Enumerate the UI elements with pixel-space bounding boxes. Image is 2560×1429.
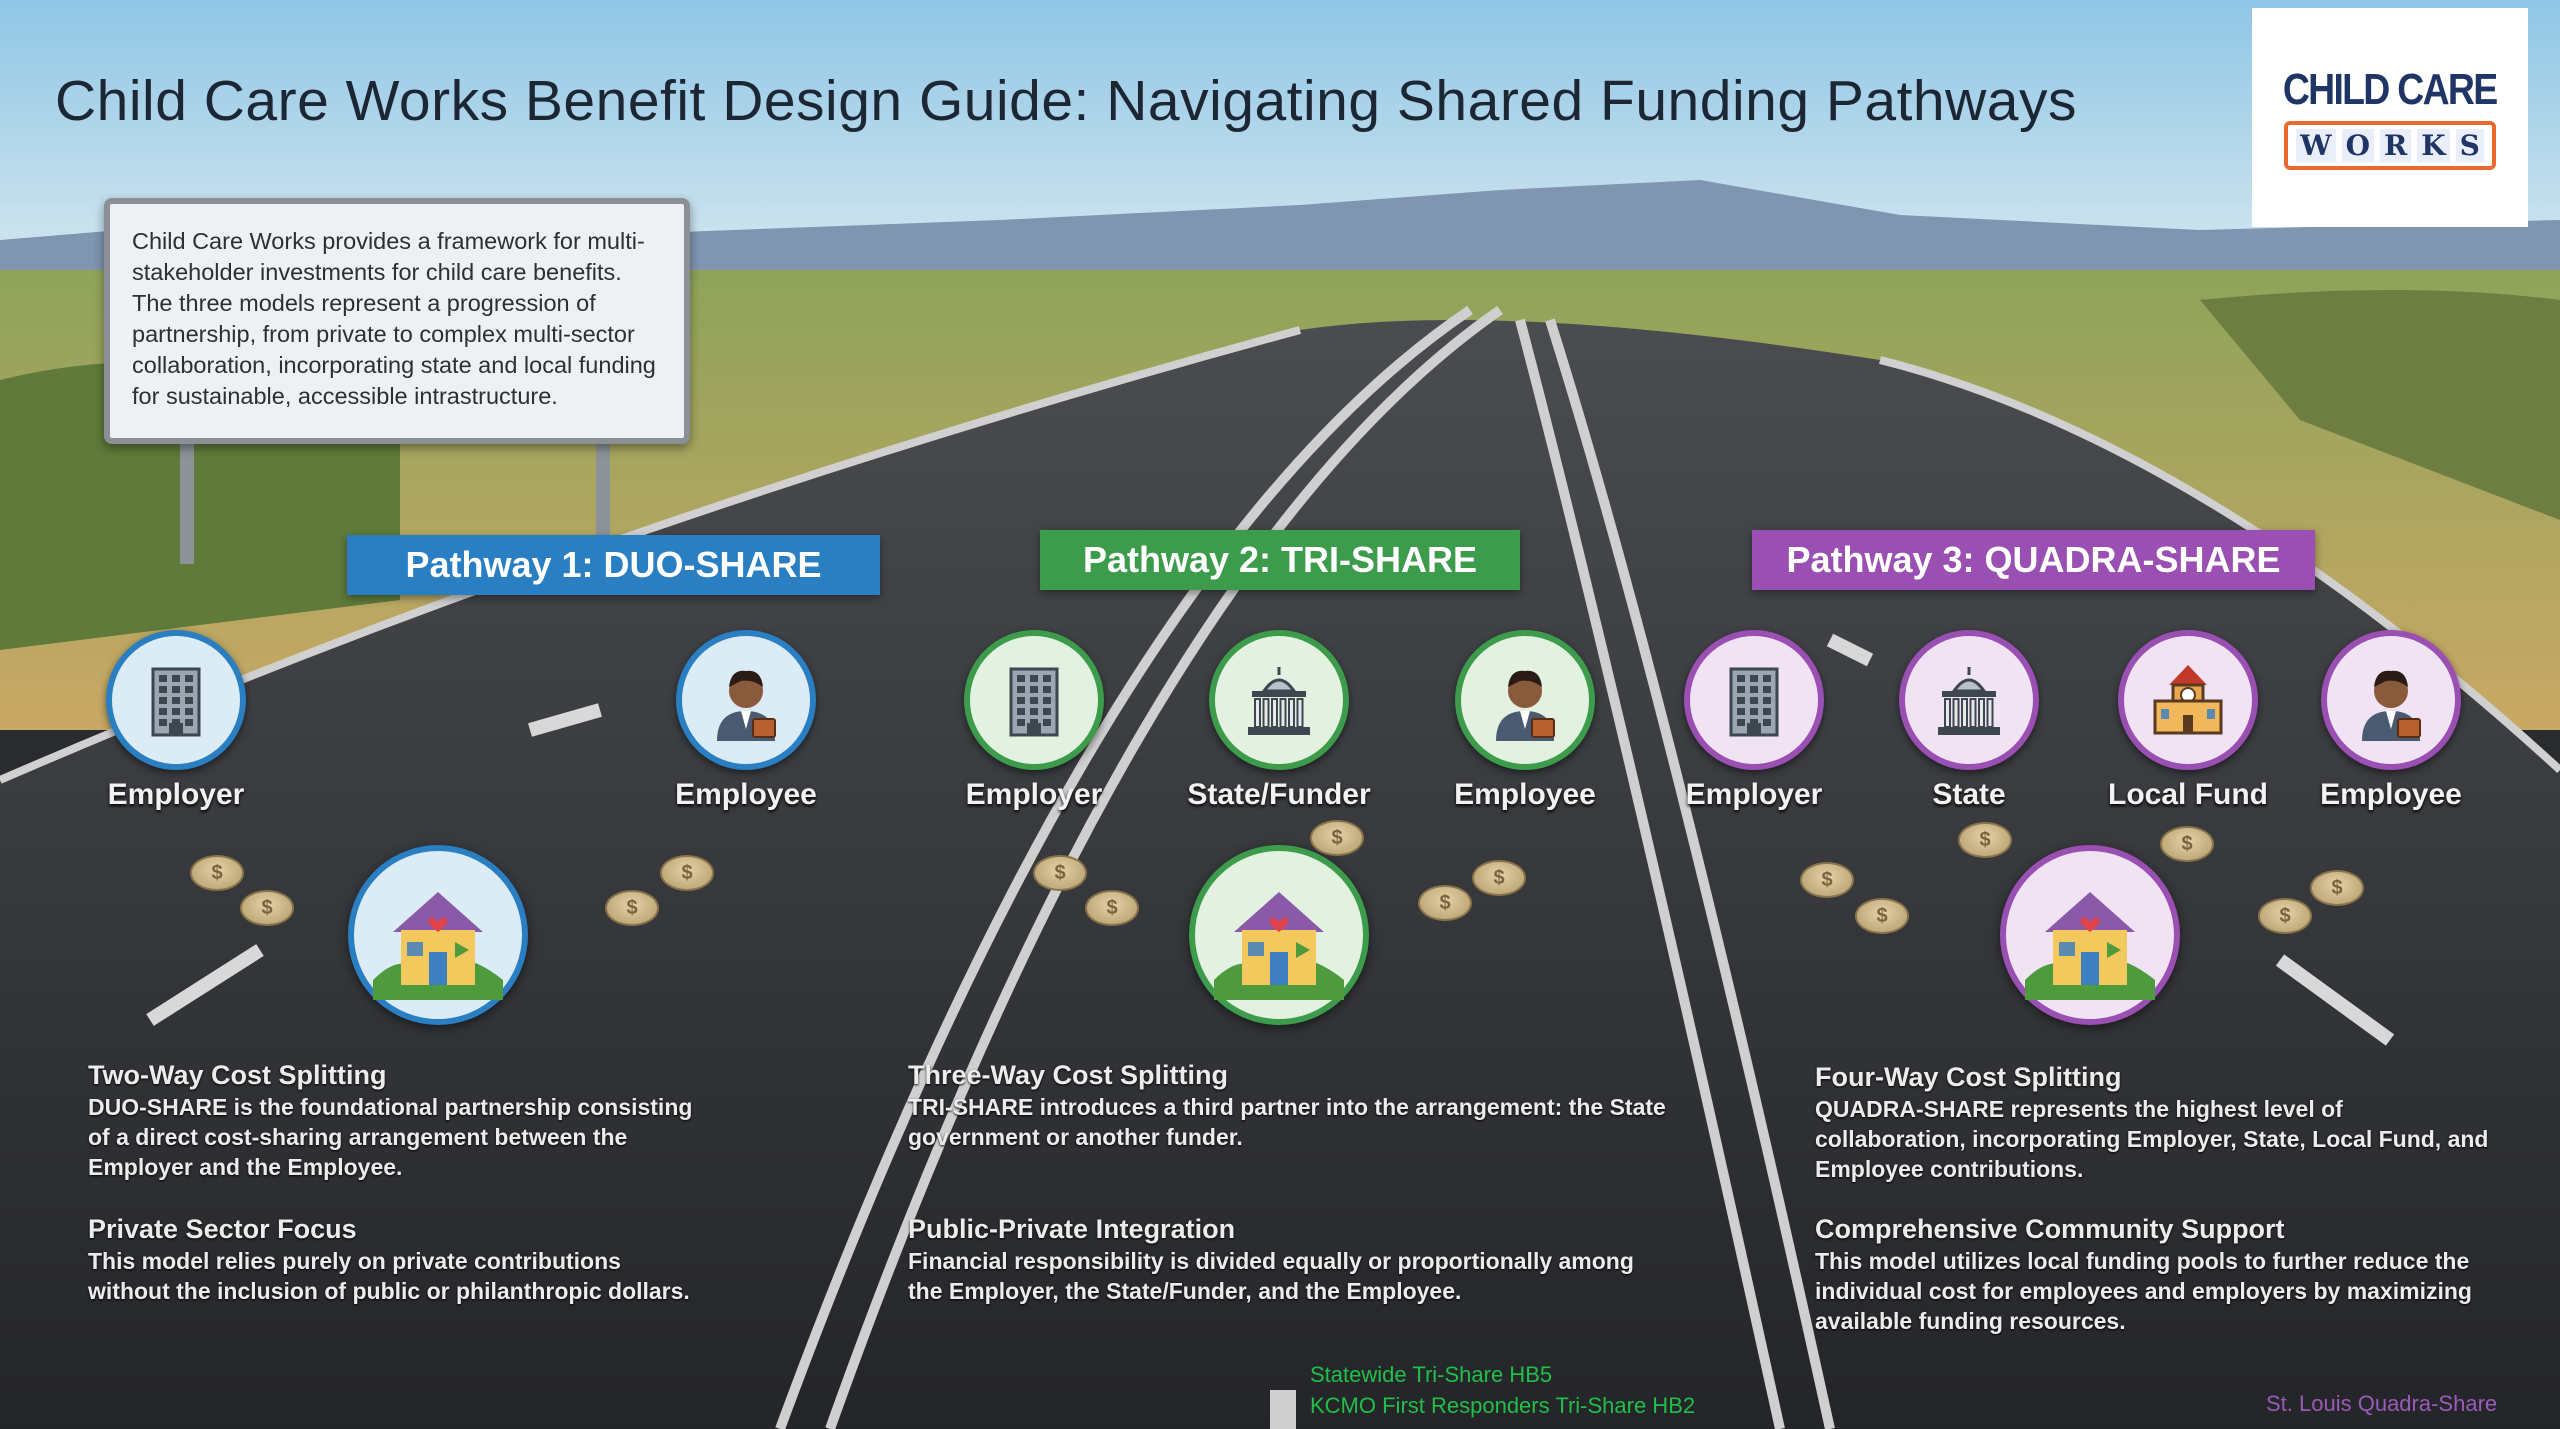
- child-care-center-icon: [2000, 845, 2180, 1025]
- pathway-3-description: Four-Way Cost Splitting QUADRA-SHARE rep…: [1815, 1060, 2495, 1336]
- section-heading: Private Sector Focus: [88, 1214, 357, 1244]
- coin-icon: $: [1033, 855, 1087, 891]
- employee-icon: [2321, 630, 2461, 770]
- section-body: DUO-SHARE is the foundational partnershi…: [88, 1094, 693, 1180]
- logo-letter: K: [2417, 129, 2450, 162]
- coin-icon: $: [1310, 820, 1364, 856]
- stakeholder-label: Employer: [1685, 778, 1823, 811]
- pathway-2-description: Three-Way Cost Splitting TRI-SHARE intro…: [908, 1058, 1668, 1306]
- child-care-center-icon: [1189, 845, 1369, 1025]
- st-louis-quadra-share-link[interactable]: St. Louis Quadra-Share: [2266, 1391, 2498, 1416]
- section-heading: Comprehensive Community Support: [1815, 1214, 2285, 1244]
- coin-icon: $: [1472, 860, 1526, 896]
- stakeholder-label: Employee: [1454, 778, 1596, 811]
- coin-icon: $: [1855, 898, 1909, 934]
- coin-icon: $: [660, 855, 714, 891]
- child-care-works-logo: CHILD CARE W O R K S: [2252, 8, 2528, 227]
- road-marker: [1270, 1390, 1296, 1429]
- section-heading: Two-Way Cost Splitting: [88, 1060, 387, 1090]
- logo-line1: CHILD CARE: [2283, 65, 2498, 114]
- employer-icon: [964, 630, 1104, 770]
- coin-icon: $: [190, 855, 244, 891]
- logo-letter: O: [2341, 129, 2374, 162]
- pathway-3-banner: Pathway 3: QUADRA-SHARE: [1752, 530, 2315, 590]
- sign-post: [180, 444, 194, 564]
- coin-icon: $: [1958, 822, 2012, 858]
- stakeholder-label: Employer: [107, 778, 245, 811]
- stakeholder-label: Employee: [675, 778, 817, 811]
- pathway-2-banner: Pathway 2: TRI-SHARE: [1040, 530, 1520, 590]
- employee-icon: [1455, 630, 1595, 770]
- section-body: TRI-SHARE introduces a third partner int…: [908, 1094, 1666, 1150]
- employer-icon: [106, 630, 246, 770]
- intro-signboard: Child Care Works provides a framework fo…: [104, 198, 690, 444]
- pathway-1-banner: Pathway 1: DUO-SHARE: [347, 535, 880, 595]
- section-body: QUADRA-SHARE represents the highest leve…: [1815, 1096, 2489, 1182]
- section-body: Financial responsibility is divided equa…: [908, 1248, 1634, 1304]
- section-body: This model relies purely on private cont…: [88, 1248, 690, 1304]
- stakeholder-label: Local Fund: [2108, 778, 2268, 811]
- section-heading: Three-Way Cost Splitting: [908, 1060, 1229, 1090]
- section-heading: Public-Private Integration: [908, 1214, 1236, 1244]
- pathway-1-description: Two-Way Cost Splitting DUO-SHARE is the …: [88, 1058, 708, 1306]
- coin-icon: $: [1085, 890, 1139, 926]
- coin-icon: $: [2160, 826, 2214, 862]
- stakeholder-label: State: [1932, 778, 2006, 811]
- sign-post: [596, 444, 610, 564]
- coin-icon: $: [1418, 885, 1472, 921]
- child-care-center-icon: [348, 845, 528, 1025]
- coin-icon: $: [1800, 862, 1854, 898]
- stakeholder-label: Employer: [965, 778, 1103, 811]
- coin-icon: $: [2258, 898, 2312, 934]
- logo-letter: S: [2455, 129, 2484, 162]
- employee-icon: [676, 630, 816, 770]
- employer-icon: [1684, 630, 1824, 770]
- stakeholder-label: Employee: [2320, 778, 2462, 811]
- coin-icon: $: [2310, 870, 2364, 906]
- statewide-tri-share-link[interactable]: Statewide Tri-Share HB5: [1310, 1362, 1553, 1387]
- coin-icon: $: [240, 890, 294, 926]
- state-icon: [1899, 630, 2039, 770]
- logo-letter: R: [2379, 129, 2412, 162]
- kcmo-tri-share-link[interactable]: KCMO First Responders Tri-Share HB2: [1310, 1393, 1696, 1418]
- state-icon: [1209, 630, 1349, 770]
- stakeholder-label: State/Funder: [1187, 778, 1371, 811]
- page-title: Child Care Works Benefit Design Guide: N…: [55, 69, 2077, 133]
- section-heading: Four-Way Cost Splitting: [1815, 1062, 2122, 1092]
- logo-letter: W: [2296, 129, 2336, 162]
- coin-icon: $: [605, 890, 659, 926]
- section-body: This model utilizes local funding pools …: [1815, 1248, 2472, 1334]
- local-icon: [2118, 630, 2258, 770]
